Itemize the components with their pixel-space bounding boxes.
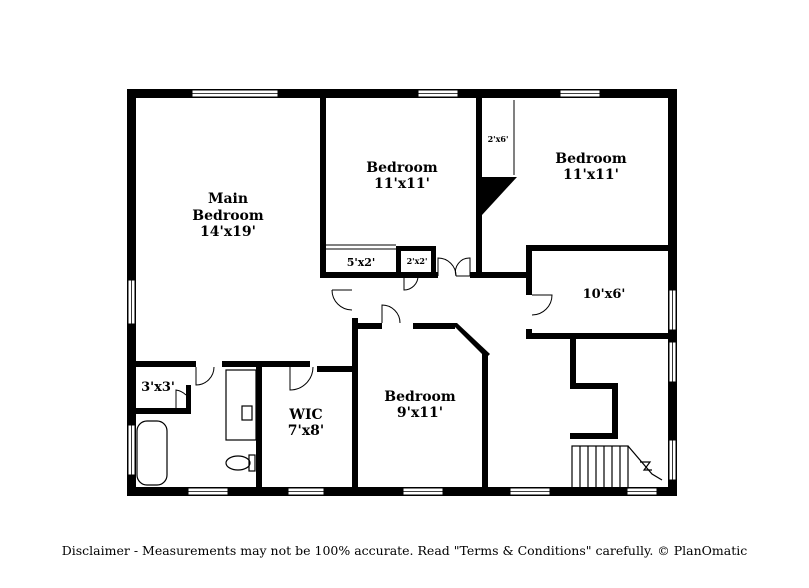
wic-name: WIC (288, 407, 322, 423)
bedroom-top-middle-name: Bedroom (366, 160, 438, 176)
disclaimer-text: Disclaimer - Measurements may not be 100… (61, 543, 748, 558)
windows (127, 89, 677, 496)
doors (175, 100, 553, 408)
toilet (225, 455, 251, 471)
closet-2x6-size: 2'x6' (488, 134, 509, 144)
fixtures (136, 369, 663, 489)
closet-3x3-size: 3'x3' (141, 380, 175, 395)
bedroom-bottom-size: 9'x11' (397, 405, 443, 421)
interior-walls (136, 98, 675, 491)
closet-5x2-size: 5'x2' (347, 256, 376, 269)
room-10x6-size: 10'x6' (583, 287, 626, 302)
bedroom-top-right-name: Bedroom (555, 151, 627, 167)
bathtub (136, 420, 168, 486)
closet-2x2-size: 2'x2' (407, 256, 428, 266)
main-bedroom-name-line2: Bedroom (192, 208, 264, 224)
stairs (571, 445, 663, 489)
bedroom-bottom-name: Bedroom (384, 389, 456, 405)
room-labels: Main Bedroom 14'x19' Bedroom 11'x11' Bed… (141, 134, 627, 439)
wic-size: 7'x8' (288, 423, 324, 439)
bedroom-top-middle-size: 11'x11' (374, 176, 430, 192)
main-bedroom-size: 14'x19' (200, 224, 256, 240)
main-bedroom-name-line1: Main (208, 191, 248, 207)
bedroom-top-right-size: 11'x11' (563, 167, 619, 183)
